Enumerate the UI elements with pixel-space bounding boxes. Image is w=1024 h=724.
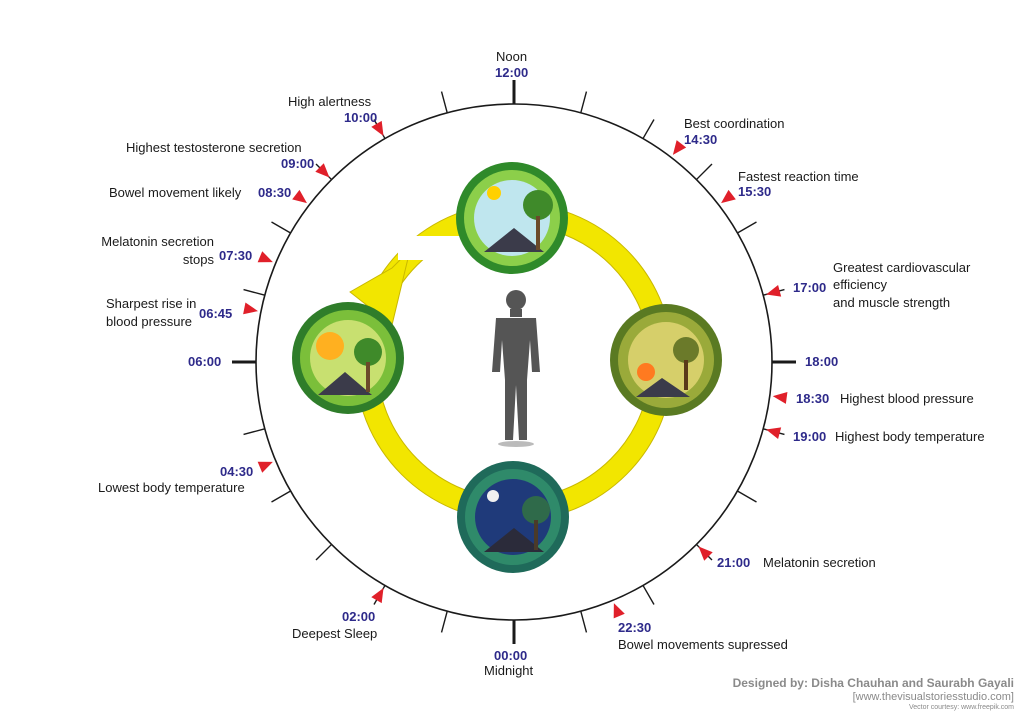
event-time-2230: 22:30 bbox=[618, 620, 652, 635]
event-label-1700-line2: efficiency bbox=[833, 277, 887, 292]
event-marker bbox=[243, 302, 259, 315]
event-label-1000: High alertness bbox=[288, 94, 372, 109]
event-marker bbox=[315, 163, 330, 178]
clock-tick bbox=[440, 91, 448, 113]
event-marker bbox=[721, 189, 736, 204]
clock-tick bbox=[315, 543, 333, 561]
event-time-0900: 09:00 bbox=[281, 156, 315, 171]
event-label-1700-line1: Greatest cardiovascular bbox=[833, 260, 971, 275]
event-marker bbox=[371, 588, 384, 604]
evening-scene-icon bbox=[610, 304, 722, 416]
clock-tick bbox=[642, 119, 655, 139]
cycle-arrow-gap bbox=[398, 236, 468, 260]
event-time-0830: 08:30 bbox=[258, 185, 292, 200]
noon-time: 12:00 bbox=[495, 65, 529, 80]
event-time-0200: 02:00 bbox=[342, 609, 376, 624]
event-label-0645-line2: blood pressure bbox=[106, 314, 192, 329]
event-marker bbox=[698, 546, 713, 561]
event-time-1900: 19:00 bbox=[793, 429, 827, 444]
clock-tick bbox=[271, 490, 291, 503]
event-label-0200: Deepest Sleep bbox=[292, 626, 378, 641]
vector-credit: Vector courtesy: www.freepik.com bbox=[908, 704, 1014, 711]
event-time-1430: 14:30 bbox=[684, 132, 718, 147]
event-label-1530: Fastest reaction time bbox=[738, 169, 859, 184]
event-label-1900: Highest body temperature bbox=[835, 429, 985, 444]
event-label-0730-line2: stops bbox=[182, 252, 214, 267]
event-label-0645-line1: Sharpest rise in bbox=[106, 296, 197, 311]
event-marker bbox=[772, 391, 788, 404]
clock-tick bbox=[737, 221, 757, 234]
event-time-1700: 17:00 bbox=[793, 280, 827, 295]
event-marker bbox=[766, 285, 782, 297]
event-marker bbox=[257, 461, 273, 473]
clock-tick bbox=[271, 221, 291, 234]
noon-label: Noon bbox=[496, 49, 528, 64]
event-marker bbox=[672, 140, 687, 155]
event-time-0645: 06:45 bbox=[199, 306, 233, 321]
event-marker bbox=[371, 120, 384, 136]
six-pm-time: 18:00 bbox=[805, 354, 839, 369]
clock-ring bbox=[255, 103, 773, 621]
event-time-1830: 18:30 bbox=[796, 391, 830, 406]
midnight-time: 00:00 bbox=[494, 648, 528, 663]
clock-tick bbox=[737, 490, 757, 503]
event-marker bbox=[613, 603, 625, 619]
event-label-0830: Bowel movement likely bbox=[109, 185, 242, 200]
event-marker bbox=[766, 427, 782, 439]
clock-tick bbox=[243, 428, 265, 436]
website-credit: [www.thevisualstoriesstudio.com] bbox=[852, 691, 1014, 703]
noon-scene-icon bbox=[456, 162, 568, 274]
event-label-2230: Bowel movements supressed bbox=[618, 637, 788, 652]
event-marker bbox=[257, 251, 273, 263]
clock-tick bbox=[580, 611, 588, 633]
designer-credit: Designed by: Disha Chauhan and Saurabh G… bbox=[732, 676, 1014, 690]
event-time-0730: 07:30 bbox=[219, 248, 253, 263]
event-label-1830: Highest blood pressure bbox=[840, 391, 974, 406]
event-label-0430: Lowest body temperature bbox=[98, 480, 245, 495]
clock-tick bbox=[440, 611, 448, 633]
clock-tick bbox=[580, 91, 588, 113]
clock-tick bbox=[642, 585, 655, 605]
event-markers bbox=[243, 120, 788, 619]
midnight-label: Midnight bbox=[484, 663, 534, 678]
event-time-0430: 04:30 bbox=[220, 464, 254, 479]
event-time-1000: 10:00 bbox=[344, 110, 378, 125]
event-time-1530: 15:30 bbox=[738, 184, 772, 199]
event-time-2100: 21:00 bbox=[717, 555, 751, 570]
event-label-1430: Best coordination bbox=[684, 116, 785, 131]
event-label-0730-line1: Melatonin secretion bbox=[101, 234, 214, 249]
human-figure-icon bbox=[492, 290, 540, 447]
morning-scene-icon bbox=[292, 302, 404, 414]
night-scene-icon bbox=[457, 461, 569, 573]
event-label-0900: Highest testosterone secretion bbox=[126, 140, 302, 155]
six-am-time: 06:00 bbox=[188, 354, 222, 369]
event-marker bbox=[292, 189, 307, 204]
event-label-1700-line3: and muscle strength bbox=[833, 295, 951, 310]
clock-tick bbox=[243, 288, 265, 296]
event-label-2100: Melatonin secretion bbox=[763, 555, 876, 570]
clock-tick bbox=[695, 163, 713, 181]
